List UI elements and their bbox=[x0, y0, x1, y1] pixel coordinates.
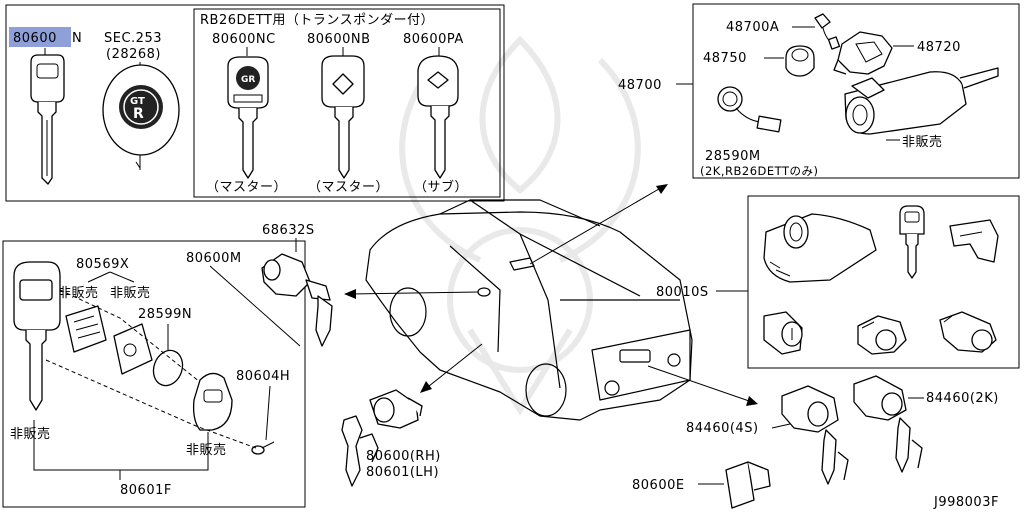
svg-text:GR: GR bbox=[241, 75, 255, 85]
key-set-key-icon bbox=[899, 205, 925, 279]
label-80601lh[interactable]: 80601(LH) bbox=[366, 465, 439, 480]
label-80600rh[interactable]: 80600(RH) bbox=[366, 449, 441, 464]
glovebox-lock-68632s-icon bbox=[261, 253, 333, 347]
frame-key-set-80010s bbox=[747, 195, 1020, 369]
label-48700a[interactable]: 48700A bbox=[726, 20, 779, 35]
door-lock-cylinder-icon bbox=[341, 389, 423, 487]
label-80601f[interactable]: 80601F bbox=[120, 483, 172, 498]
label-sec253: SEC.253 bbox=[104, 31, 162, 46]
arrow-to-68632s bbox=[344, 289, 479, 299]
label-80600m[interactable]: 80600M bbox=[186, 251, 242, 266]
label-28590m-note: (2K,RB26DETTのみ) bbox=[700, 164, 818, 178]
arrow-to-trunk-lock bbox=[647, 365, 758, 406]
bracket-80600e-icon bbox=[725, 461, 771, 509]
label-not-sold-2: 非販売 bbox=[58, 285, 99, 301]
label-28590m[interactable]: 28590M bbox=[705, 149, 761, 164]
part-highlight bbox=[9, 27, 71, 47]
battery-28599n-icon bbox=[152, 349, 184, 387]
remote-key-shell-icon bbox=[13, 261, 61, 411]
lamp-connector-icon bbox=[814, 13, 841, 50]
label-80600nb[interactable]: 80600NB bbox=[307, 32, 371, 47]
remote-key-back-icon bbox=[192, 372, 233, 431]
label-master-2: （マスター） bbox=[308, 180, 389, 195]
key-set-cylinder-3-icon bbox=[939, 311, 997, 353]
label-not-sold-5: 非販売 bbox=[186, 442, 227, 458]
label-master-1: （マスター） bbox=[206, 180, 287, 195]
frame-key-group bbox=[5, 4, 505, 202]
ignition-switch-icon bbox=[844, 67, 999, 135]
trunk-lock-4s-icon bbox=[781, 385, 849, 485]
label-80600pa[interactable]: 80600PA bbox=[403, 32, 464, 47]
key-set-bracket-icon bbox=[949, 219, 999, 263]
frame-rb26-transponder bbox=[193, 8, 501, 198]
label-not-sold-1: 非販売 bbox=[902, 134, 943, 150]
label-28268: (28268) bbox=[106, 47, 161, 62]
arrow-to-ignition bbox=[529, 184, 668, 265]
frame-remote-key-parts bbox=[2, 240, 306, 508]
key-80600pa-icon bbox=[417, 55, 459, 179]
key-set-cylinder-1-icon bbox=[763, 311, 803, 355]
label-80600nc[interactable]: 80600NC bbox=[212, 32, 276, 47]
label-rb26-header: RB26DETT用（トランスポンダー付） bbox=[200, 13, 434, 28]
label-48750[interactable]: 48750 bbox=[703, 51, 747, 66]
label-sub: （サブ） bbox=[414, 179, 468, 195]
trunk-lock-2k-icon bbox=[853, 375, 923, 473]
diagram-id: J998003F bbox=[933, 495, 999, 510]
label-80600n[interactable]: 80600 bbox=[13, 31, 57, 46]
svg-text:R: R bbox=[133, 106, 144, 122]
key-set-cylinder-2-icon bbox=[857, 315, 907, 355]
key-ring-48750-icon bbox=[785, 45, 815, 77]
key-80600nb-icon bbox=[321, 55, 365, 179]
label-80600n-suffix: N bbox=[72, 31, 82, 46]
key-80600n-icon bbox=[30, 54, 65, 185]
label-80604h[interactable]: 80604H bbox=[236, 369, 290, 384]
board-cover-icon bbox=[113, 323, 153, 375]
key-set-ignition-icon bbox=[763, 213, 877, 283]
label-80600e[interactable]: 80600E bbox=[632, 478, 685, 493]
label-28599n[interactable]: 28599N bbox=[138, 307, 192, 322]
label-48700[interactable]: 48700 bbox=[618, 78, 662, 93]
label-not-sold-4: 非販売 bbox=[10, 426, 51, 442]
label-48720[interactable]: 48720 bbox=[917, 40, 961, 55]
transponder-ring-28590m-icon bbox=[717, 86, 782, 133]
car-body-icon bbox=[365, 199, 693, 421]
frame-ignition-group bbox=[692, 3, 1020, 179]
arrow-to-door-lock bbox=[420, 343, 483, 393]
label-80569x[interactable]: 80569X bbox=[76, 257, 129, 272]
circuit-board-icon bbox=[65, 305, 107, 353]
remote-fob-icon: GT R bbox=[102, 64, 180, 170]
label-68632s[interactable]: 68632S bbox=[262, 223, 315, 238]
label-84460-4s[interactable]: 84460(4S) bbox=[686, 421, 759, 436]
label-84460-2k[interactable]: 84460(2K) bbox=[926, 391, 999, 406]
steering-lock-48720-icon bbox=[833, 31, 893, 75]
svg-text:GT: GT bbox=[130, 96, 145, 107]
label-not-sold-3: 非販売 bbox=[110, 285, 151, 301]
key-80600nc-icon: GR bbox=[227, 56, 269, 179]
